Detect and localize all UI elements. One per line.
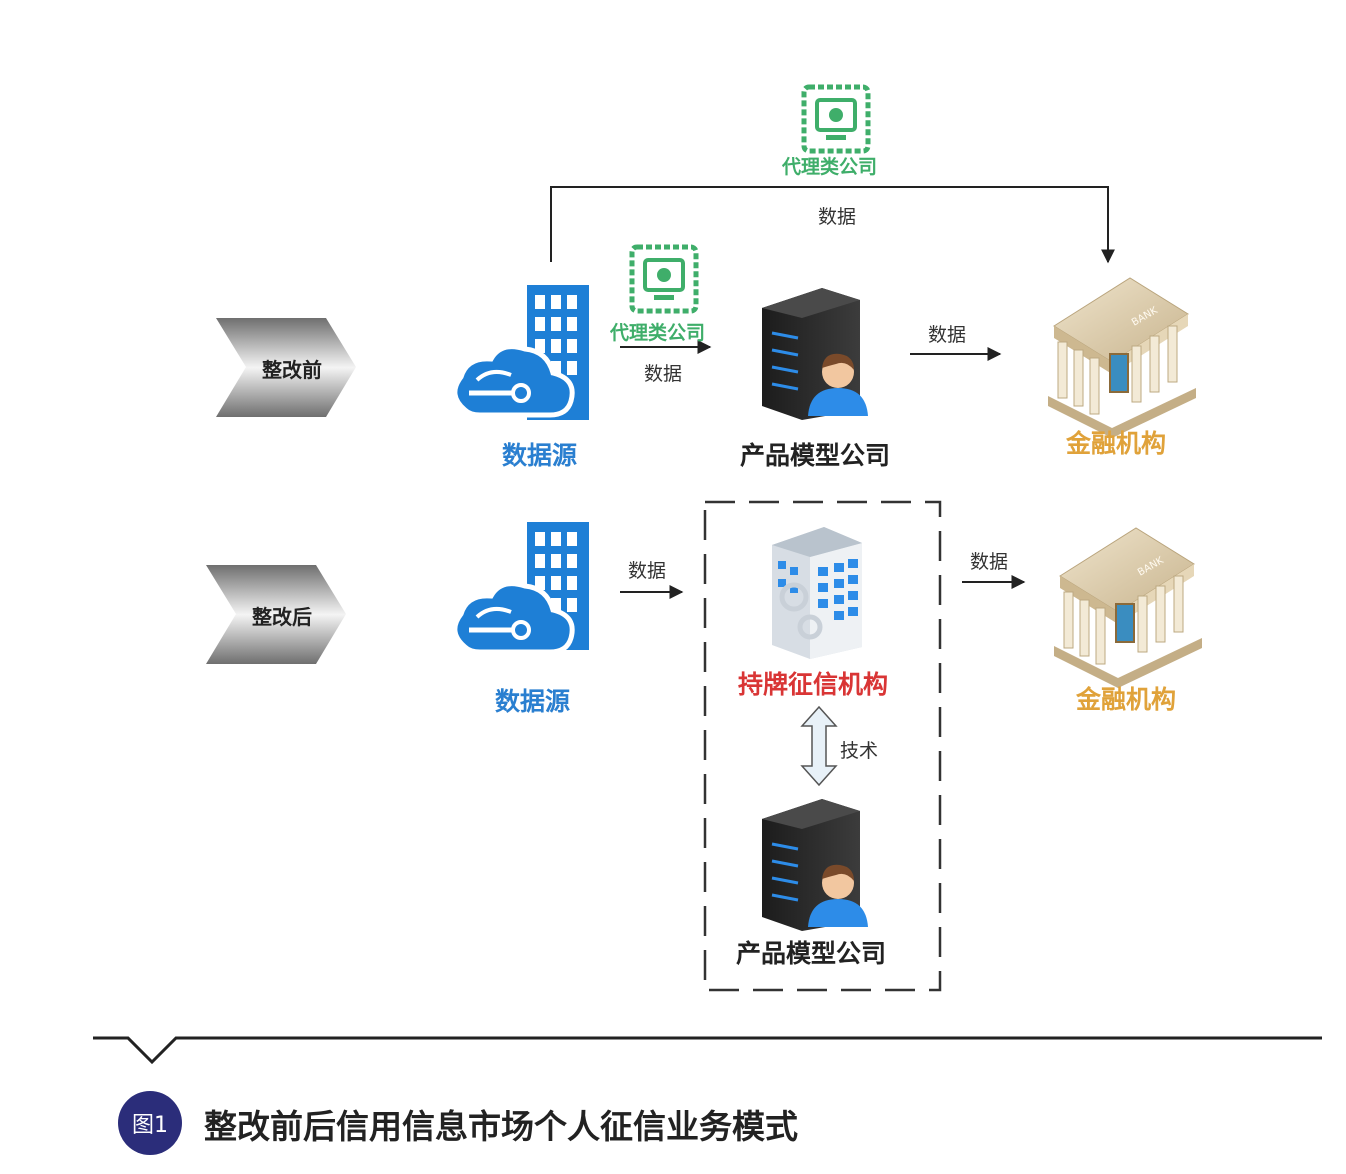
bank-before-label: 金融机构 [1066, 429, 1167, 458]
data-right-before-label: 数据 [928, 324, 967, 346]
agent-mid-label: 代理类公司 [610, 322, 706, 344]
model-company-before-icon [762, 288, 868, 420]
model-before-label: 产品模型公司 [740, 441, 891, 470]
figure-badge: 图1 [118, 1091, 182, 1155]
model-company-after-icon [762, 799, 868, 931]
tech-double-arrow [800, 705, 838, 787]
agent-company-mid-icon [629, 244, 699, 314]
data-source-after-icon [452, 522, 589, 655]
data-top-label: 数据 [818, 206, 857, 228]
bank-after-label: 金融机构 [1076, 685, 1177, 714]
chevron-after-shape [206, 565, 346, 664]
figure-title: 整改前后信用信息市场个人征信业务模式 [204, 1107, 798, 1146]
chevron-before-shape [216, 318, 356, 417]
bank-before-icon: BANK [1048, 277, 1196, 438]
data-source-before-icon [452, 285, 589, 420]
source-before-label: 数据源 [502, 441, 578, 470]
source-after-label: 数据源 [495, 687, 571, 716]
data-mid-label: 数据 [644, 363, 683, 385]
credit-agency-icon [772, 527, 862, 659]
data-right-after-label: 数据 [970, 551, 1009, 573]
stage-after-label: 整改后 [252, 605, 312, 629]
data-left-after-label: 数据 [628, 560, 667, 582]
bank-after-icon: BANK [1054, 527, 1202, 688]
top-data-connector [550, 186, 1115, 264]
tech-label: 技术 [840, 740, 879, 762]
agent-company-top-icon [801, 84, 871, 154]
licensed-scope-box [703, 500, 942, 992]
caption-divider [93, 1036, 1322, 1065]
stage-before-label: 整改前 [262, 358, 322, 382]
credit-agency-label: 持牌征信机构 [738, 670, 889, 699]
model-after-label: 产品模型公司 [736, 939, 887, 968]
agent-top-label: 代理类公司 [782, 156, 878, 178]
